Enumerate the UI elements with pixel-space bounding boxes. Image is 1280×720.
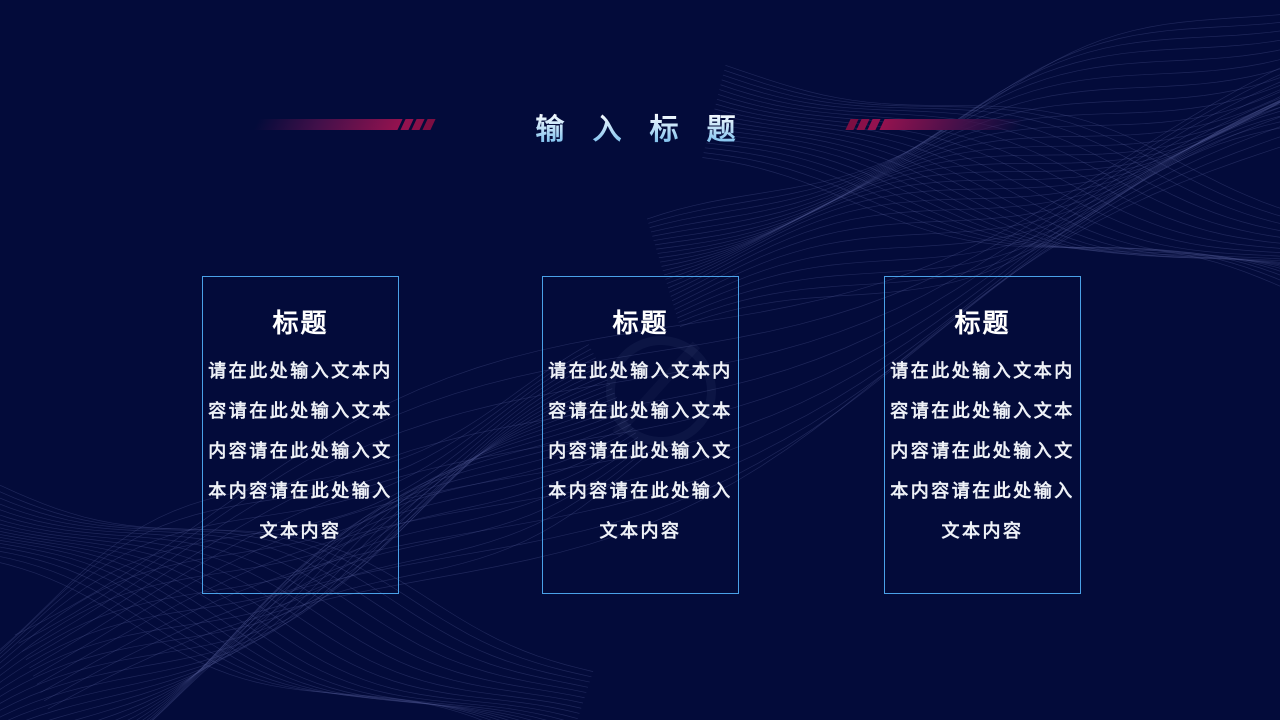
card-body-line: 内容请在此处输入文 bbox=[548, 441, 733, 462]
card-body-line: 请在此处输入文本内 bbox=[890, 361, 1075, 382]
card-body-line: 请在此处输入文本内 bbox=[208, 361, 393, 382]
card-title: 标题 bbox=[612, 309, 669, 339]
content-card-3: 标题 请在此处输入文本内 容请在此处输入文本 内容请在此处输入文 本内容请在此处… bbox=[884, 276, 1081, 594]
card-body-line: 请在此处输入文本内 bbox=[548, 361, 733, 382]
card-body-line: 容请在此处输入文本 bbox=[890, 401, 1075, 422]
card-title: 标题 bbox=[954, 309, 1011, 339]
content-card-1: 标题 请在此处输入文本内 容请在此处输入文本 内容请在此处输入文 本内容请在此处… bbox=[202, 276, 399, 594]
card-body-line: 本内容请在此处输入 bbox=[548, 481, 733, 502]
card-body-line: 容请在此处输入文本 bbox=[208, 401, 393, 422]
content-card-2: 标题 请在此处输入文本内 容请在此处输入文本 内容请在此处输入文 本内容请在此处… bbox=[542, 276, 739, 594]
card-body-line: 文本内容 bbox=[259, 521, 342, 542]
card-body-line: 文本内容 bbox=[941, 521, 1024, 542]
card-body-line: 本内容请在此处输入 bbox=[890, 481, 1075, 502]
card-body-line: 文本内容 bbox=[599, 521, 682, 542]
card-body-line: 内容请在此处输入文 bbox=[890, 441, 1075, 462]
card-title: 标题 bbox=[272, 309, 329, 339]
card-body-line: 内容请在此处输入文 bbox=[208, 441, 393, 462]
slide-title: 输 入 标 题 bbox=[0, 106, 1280, 148]
card-body-line: 容请在此处输入文本 bbox=[548, 401, 733, 422]
card-body-line: 本内容请在此处输入 bbox=[208, 481, 393, 502]
